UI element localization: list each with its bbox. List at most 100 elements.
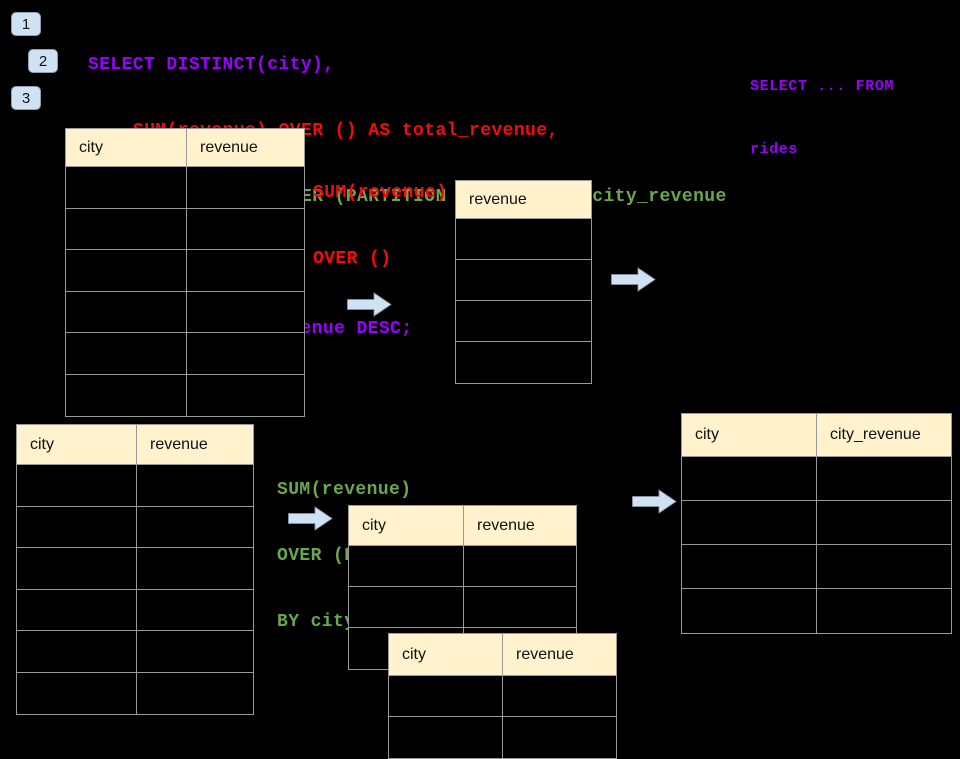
flow-arrow-1	[347, 292, 392, 322]
column-header: revenue	[469, 190, 527, 208]
table-cell	[137, 673, 253, 715]
table-row	[682, 457, 951, 501]
table-row	[17, 506, 253, 548]
table-header-row: city revenue	[389, 634, 616, 676]
side-snippet: SELECT ... FROM rides	[750, 34, 894, 202]
table-partition-step-overlay: city revenue	[388, 633, 617, 759]
table-cell	[682, 589, 817, 633]
table-row	[456, 219, 591, 260]
table-cell	[456, 301, 591, 341]
table-cell	[17, 631, 137, 672]
table-row	[682, 589, 951, 633]
table-row	[17, 589, 253, 631]
table-row	[66, 208, 304, 250]
table-cell	[66, 374, 187, 416]
table-row	[66, 374, 304, 417]
table-row	[682, 545, 951, 589]
side-snippet-line-1: SELECT ... FROM	[750, 78, 895, 95]
table-header-row: city revenue	[66, 129, 304, 167]
table-row	[17, 465, 253, 507]
table-header-row: revenue	[456, 181, 591, 219]
partition-annotation-line-1: SUM(revenue)	[277, 480, 412, 500]
table-header-row: city revenue	[17, 425, 253, 465]
right-arrow-icon	[632, 489, 677, 514]
table-row	[682, 501, 951, 545]
table-cell	[503, 676, 616, 716]
table-row	[66, 167, 304, 209]
table-cell	[66, 250, 187, 291]
table-cell	[456, 219, 591, 259]
table-cell	[682, 457, 817, 500]
table-cell	[464, 587, 576, 627]
table-rides-source-top: city revenue	[65, 128, 305, 417]
column-header: city	[17, 425, 137, 464]
total-revenue-annotation-line-1: SUM(revenue)	[313, 183, 448, 203]
table-cell	[682, 501, 817, 544]
table-cell	[349, 546, 464, 586]
step-badge-3: 3	[11, 86, 41, 110]
right-arrow-icon	[611, 267, 656, 292]
right-arrow-icon	[288, 506, 333, 531]
table-cell	[17, 465, 137, 506]
table-cell	[17, 672, 137, 714]
table-row	[17, 672, 253, 715]
table-cell	[137, 548, 253, 589]
table-cell	[66, 333, 187, 374]
table-header-row: city city_revenue	[682, 414, 951, 457]
table-cell	[17, 548, 137, 589]
flow-arrow-2	[611, 267, 656, 297]
flow-arrow-4	[632, 489, 677, 519]
table-row	[66, 250, 304, 292]
total-revenue-annotation-line-2: OVER ()	[313, 249, 392, 269]
table-city-revenue-result: city city_revenue	[681, 413, 952, 634]
table-cell	[464, 546, 576, 586]
table-cell	[66, 167, 187, 208]
table-row	[349, 546, 576, 587]
table-row	[456, 260, 591, 301]
table-cell	[137, 465, 253, 506]
table-row	[17, 548, 253, 590]
table-cell	[389, 676, 503, 716]
table-cell	[187, 250, 304, 291]
table-row	[389, 676, 616, 717]
column-header: city_revenue	[830, 426, 921, 443]
column-header: city	[389, 634, 503, 675]
table-row	[456, 342, 591, 383]
table-cell	[187, 292, 304, 333]
flow-arrow-3	[288, 506, 333, 536]
table-cell	[817, 501, 951, 544]
table-row	[17, 631, 253, 673]
table-cell	[682, 545, 817, 588]
table-cell	[817, 545, 951, 588]
column-header: revenue	[150, 435, 208, 453]
step-badge-1: 1	[11, 12, 41, 36]
column-header: city	[349, 506, 464, 545]
table-cell	[503, 717, 616, 758]
table-cell	[187, 209, 304, 250]
table-cell	[456, 260, 591, 300]
table-row	[66, 333, 304, 375]
table-cell	[349, 587, 464, 627]
table-cell	[137, 631, 253, 672]
table-cell	[389, 717, 503, 758]
total-revenue-annotation: SUM(revenue) OVER ()	[313, 138, 447, 314]
column-header: city	[66, 129, 187, 166]
step-badge-2: 2	[28, 49, 58, 73]
table-cell	[187, 333, 304, 374]
column-header: revenue	[200, 138, 258, 156]
table-cell	[817, 589, 951, 633]
table-row	[456, 301, 591, 342]
table-cell	[187, 167, 304, 208]
table-cell	[17, 589, 137, 630]
table-cell	[187, 375, 304, 417]
column-header: city	[682, 414, 817, 456]
right-arrow-icon	[347, 292, 392, 317]
table-row	[66, 291, 304, 333]
table-rides-source-bottom: city revenue	[16, 424, 254, 715]
table-cell	[137, 590, 253, 631]
table-header-row: city revenue	[349, 506, 576, 546]
table-total-revenue-result: revenue	[455, 180, 592, 384]
table-cell	[137, 507, 253, 548]
column-header: revenue	[516, 645, 574, 663]
column-header: revenue	[477, 516, 535, 534]
